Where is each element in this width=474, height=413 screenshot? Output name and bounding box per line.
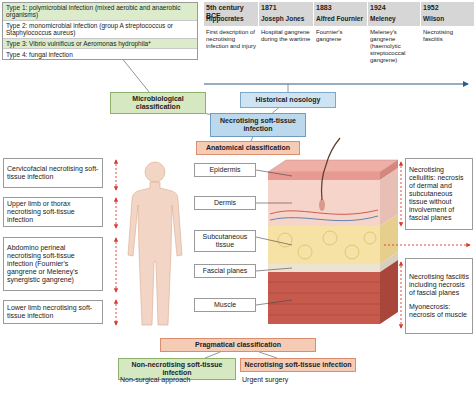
timeline-header [204, 2, 474, 26]
node-text: Fascial planes [198, 267, 252, 275]
region-arrow [116, 300, 117, 325]
node-text: Necrotising soft-tissue infection [244, 361, 352, 369]
type-row: Type 1: polymicrobial infection (mixed a… [3, 3, 197, 21]
skin-surface [268, 160, 398, 172]
person-body [128, 182, 182, 325]
timeline-name: Wilson [423, 15, 473, 22]
region-box: Abdomino perineal necrotising soft-tissu… [3, 237, 103, 291]
treatment-note: Urgent surgery [242, 376, 356, 384]
muscle-fibre [268, 315, 380, 316]
blood-vessel [270, 216, 378, 221]
hair-follicle [319, 199, 325, 211]
depth-arrow [401, 162, 402, 226]
timeline-note: Hospital gangrene during the wartime [261, 29, 312, 43]
timeline-year: 1883 [316, 4, 366, 12]
timeline-year: 1924 [370, 4, 419, 12]
node-text: Upper limb or thorax necrotising soft-ti… [7, 200, 99, 224]
node-text: Historical nosology [244, 96, 332, 104]
muscle-fibre [268, 293, 380, 294]
timeline-divider [258, 2, 259, 26]
timeline-arrow [204, 83, 468, 84]
fat-lobule [345, 245, 359, 259]
node-text: Lower limb necrotising soft-tissue infec… [7, 304, 99, 320]
node-text: Anatomical classification [200, 144, 296, 152]
fat-lobule [298, 245, 312, 259]
region-box: Upper limb or thorax necrotising soft-ti… [3, 197, 103, 227]
type-row: Type 4: fungal infection [3, 49, 197, 59]
type-row: Type 3: Vibrio vulnificus or Aeromonas h… [3, 39, 197, 50]
timeline-name: Joseph Jones [261, 15, 312, 22]
node-text: Cervicofacial necrotising soft-tissue in… [7, 165, 99, 181]
node-text: Abdomino perineal necrotising soft-tissu… [7, 244, 99, 284]
layer-box: Muscle [194, 298, 256, 312]
region-box: Cervicofacial necrotising soft-tissue in… [3, 158, 103, 188]
node-text: Necrotising cellulitis: necrosis of derm… [409, 166, 469, 222]
leader-line [256, 203, 292, 204]
fat-lobule [364, 232, 376, 244]
node-text: Pragmatical classification [164, 341, 312, 349]
muscle-fibre [268, 304, 380, 305]
fat-lobule [278, 233, 292, 247]
depth-arrow [384, 245, 470, 246]
node-text: Necrotising soft-tissue infection [214, 117, 302, 133]
type-row: Type 2: monomicrobial infection (group A… [3, 21, 197, 39]
leader-line [256, 300, 292, 305]
layer-box: Epidermis [194, 163, 256, 177]
node-text: Epidermis [198, 166, 252, 174]
timeline-note: First description of necrotising infecti… [206, 29, 257, 50]
central-box: Necrotising soft-tissue infection [210, 113, 306, 137]
type-list: Type 1: polymicrobial infection (mixed a… [2, 2, 198, 60]
node-text: Necrotising fasciitis including necrosis… [409, 273, 469, 297]
timeline-divider [420, 2, 421, 26]
node-text: Muscle [198, 301, 252, 309]
region-box: Lower limb necrotising soft-tissue infec… [3, 300, 103, 324]
classification-box: Anatomical classification [196, 141, 300, 155]
timeline-year: 1871 [261, 4, 312, 12]
leader-line [256, 170, 292, 176]
blood-vessel [270, 210, 378, 214]
node-text: Microbiological classification [114, 95, 202, 111]
hair [322, 138, 341, 200]
region-arrow [116, 238, 117, 292]
leader-line [288, 84, 289, 92]
region-arrow [116, 160, 117, 190]
classification-box: Pragmatical classification [160, 338, 316, 352]
timeline-divider [313, 2, 314, 26]
node-text: Dermis [198, 199, 252, 207]
timeline-name: Meleney [370, 15, 419, 22]
treatment-note: Non-surgical approach [120, 376, 234, 384]
node-text: Myonecrosis: necrosis of muscle [409, 303, 469, 319]
fascia-layer [268, 264, 380, 272]
timeline-divider [367, 2, 368, 26]
leader-line [256, 237, 292, 245]
classification-box: Microbiological classification [110, 92, 206, 114]
region-arrow [116, 198, 117, 228]
leader-line [256, 268, 292, 271]
connector-line [123, 60, 149, 92]
fat-lobule [323, 231, 337, 245]
layer-box: Dermis [194, 196, 256, 210]
node-text: Non-necrotising soft-tissue infection [122, 361, 232, 377]
layer-box: Subcutaneous tissue [194, 230, 256, 252]
muscle-fibre [268, 282, 380, 283]
definition-box: Necrotising fasciitis including necrosis… [405, 258, 473, 334]
timeline-note: Necrotising fasciitis [423, 29, 473, 43]
timeline-note: Meleney's gangrene (haemolytic streptoco… [370, 29, 419, 63]
layer-box: Fascial planes [194, 264, 256, 278]
timeline-note: Fournier's gangrene [316, 29, 366, 43]
timeline-name: Alfred Fournier [316, 15, 366, 22]
subcutaneous-layer [268, 226, 380, 264]
depth-arrow [401, 262, 402, 328]
node-text: Subcutaneous tissue [198, 233, 252, 249]
classification-box: Historical nosology [240, 92, 336, 108]
person-head [145, 162, 165, 182]
skin-side [380, 260, 398, 324]
timeline-year: 1952 [423, 4, 473, 12]
definition-box: Necrotising cellulitis: necrosis of derm… [405, 158, 473, 230]
muscle-layer [268, 272, 380, 324]
timeline-name: Hippocrates [206, 15, 257, 22]
category-box: Necrotising soft-tissue infection [240, 358, 356, 372]
